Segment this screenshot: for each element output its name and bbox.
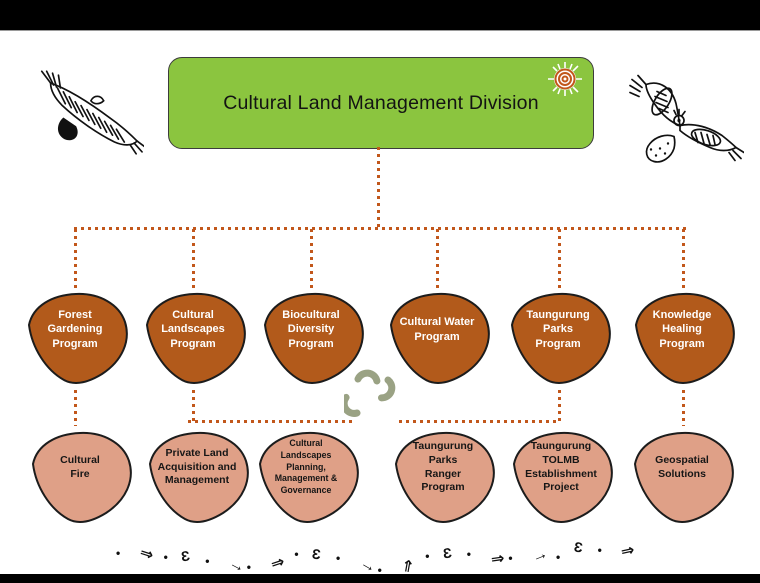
connector-parks-horizontal [399, 420, 560, 423]
project-node-parks-ranger: Taungurung Parks Ranger Program [386, 428, 500, 527]
track-symbol: ⇒ [489, 550, 506, 569]
connector-drop-6 [682, 229, 685, 288]
program-node-biocultural-diversity: Biocultural Diversity Program [255, 289, 369, 388]
track-symbol: ⇗ [398, 555, 419, 578]
project-label: Cultural Landscapes Planning, Management… [274, 438, 338, 495]
program-node-cultural-water: Cultural Water Program [381, 289, 495, 388]
project-label: Taungurung TOLMB Establishment Project [525, 439, 597, 494]
program-label: Cultural Landscapes Program [161, 308, 225, 350]
track-symbol: → [529, 544, 551, 567]
track-symbol: ⇒ [268, 553, 287, 574]
eagle-illustration-left [40, 70, 144, 155]
program-label: Knowledge Healing Program [652, 308, 712, 350]
track-symbol: • [336, 551, 341, 565]
page-title: Cultural Land Management Division [223, 91, 539, 114]
connector-drop-2 [192, 229, 195, 288]
connector-drop-4 [436, 229, 439, 288]
three-crescents-symbol [344, 369, 396, 417]
track-symbol: • [377, 563, 382, 577]
track-symbol: • [246, 560, 251, 574]
track-symbol: • [597, 543, 602, 557]
track-symbol: Ɛ [180, 547, 192, 565]
project-label: Private Land Acquisition and Management [157, 446, 237, 487]
program-node-knowledge-healing: Knowledge Healing Program [626, 289, 740, 388]
track-symbol: • [508, 551, 513, 565]
program-node-taungurung-parks: Taungurung Parks Program [502, 289, 616, 388]
animal-tracks-band: •⇒•Ɛ•→•⇒•Ɛ•→•⇗•Ɛ•⇒•→•Ɛ•⇒ [116, 534, 660, 580]
concentric-circles-sun-icon [548, 62, 582, 96]
connector-landscapes-vertical [192, 390, 195, 421]
top-black-bar [0, 0, 760, 31]
track-symbol: • [294, 547, 299, 561]
track-symbol: Ɛ [442, 544, 453, 562]
project-node-cultural-fire: Cultural Fire [23, 428, 137, 527]
connector-main-horizontal [74, 227, 687, 230]
connector-parks-vertical [558, 390, 561, 421]
connector-drop-3 [310, 229, 313, 288]
program-node-cultural-landscapes: Cultural Landscapes Program [137, 289, 251, 388]
track-symbol: • [425, 549, 430, 563]
project-node-tolmb-establishment: Taungurung TOLMB Establishment Project [504, 428, 618, 527]
connector-knowledge-vertical [682, 390, 685, 426]
track-symbol: Ɛ [572, 538, 584, 556]
program-label: Forest Gardening Program [47, 308, 103, 350]
connector-fire-vertical [74, 390, 77, 426]
connector-root-vertical [377, 147, 380, 227]
program-label: Cultural Water Program [399, 315, 475, 343]
project-node-geospatial: Geospatial Solutions [625, 428, 739, 527]
project-label: Geospatial Solutions [655, 453, 709, 480]
connector-landscapes-horizontal [188, 420, 355, 423]
track-symbol: • [205, 554, 210, 568]
track-symbol: → [226, 554, 249, 577]
track-symbol: • [466, 547, 471, 561]
project-node-landscapes-planning: Cultural Landscapes Planning, Management… [250, 428, 364, 527]
track-symbol: • [556, 550, 561, 564]
project-node-private-land: Private Land Acquisition and Management [140, 428, 254, 527]
program-label: Taungurung Parks Program [526, 308, 590, 350]
program-node-forest-gardening: Forest Gardening Program [19, 289, 133, 388]
track-symbol: • [116, 546, 121, 560]
track-symbol: → [356, 554, 380, 577]
bottom-black-bar [0, 574, 760, 583]
project-label: Taungurung Parks Ranger Program [412, 439, 474, 494]
division-header-box: Cultural Land Management Division [168, 57, 594, 149]
track-symbol: ⇒ [137, 544, 156, 565]
project-label: Cultural Fire [60, 453, 100, 480]
eagle-illustration-right [629, 74, 744, 163]
connector-drop-1 [74, 229, 77, 288]
track-symbol: ⇒ [619, 541, 637, 562]
connector-drop-5 [558, 229, 561, 288]
program-label: Biocultural Diversity Program [282, 308, 340, 350]
track-symbol: Ɛ [311, 545, 322, 563]
track-symbol: • [163, 550, 168, 564]
